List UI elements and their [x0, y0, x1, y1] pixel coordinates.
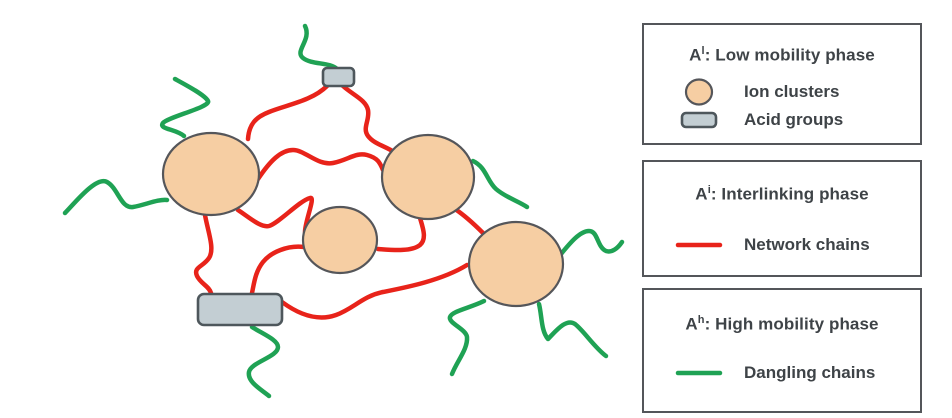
- acid-group-icon: [670, 110, 728, 130]
- dangling-chain: [536, 301, 609, 359]
- dangling-chain: [447, 298, 487, 377]
- ion-cluster: [380, 133, 476, 221]
- dangling-chain-icon: [670, 368, 728, 378]
- dangling-chain: [470, 158, 530, 210]
- acid-group: [321, 66, 356, 88]
- ion-cluster: [301, 205, 379, 275]
- dangling-chain: [298, 23, 340, 72]
- acid-group: [196, 292, 284, 327]
- ion-cluster: [467, 220, 565, 308]
- legend-row-network-chains: Network chains: [644, 233, 920, 257]
- legend-low-mobility-box: Al: Low mobility phase Ion clusters Acid…: [642, 23, 922, 145]
- network-chain: [245, 83, 330, 142]
- legend-label: Network chains: [744, 234, 870, 254]
- legend-interlinking-title: Ai: Interlinking phase: [695, 184, 869, 204]
- network-chains-group: [193, 83, 486, 320]
- dangling-chain: [246, 324, 281, 399]
- legend-row-dangling-chains: Dangling chains: [644, 361, 920, 385]
- polymer-network-diagram: [62, 23, 625, 399]
- ion-cluster: [161, 131, 261, 217]
- network-chain-icon: [670, 240, 728, 250]
- legend-label: Ion clusters: [744, 81, 840, 101]
- network-chain: [452, 206, 486, 236]
- acid-groups-group: [196, 66, 356, 327]
- legend-row-acid-groups: Acid groups: [644, 107, 920, 133]
- ion-cluster-icon: [670, 77, 728, 107]
- legend-label: Dangling chains: [744, 362, 876, 382]
- dangling-chains-group: [62, 23, 625, 399]
- legend-interlinking-box: Ai: Interlinking phase Network chains: [642, 160, 922, 277]
- network-chain: [255, 147, 386, 182]
- network-chain: [375, 215, 427, 253]
- legend-label: Acid groups: [744, 109, 844, 129]
- ion-clusters-group: [161, 131, 565, 308]
- dangling-chain: [558, 228, 625, 257]
- legend-high-mobility-box: Ah: High mobility phase Dangling chains: [642, 288, 922, 413]
- dangling-chain: [159, 76, 211, 139]
- legend-high-mobility-title: Ah: High mobility phase: [685, 314, 879, 334]
- network-chain: [279, 262, 470, 320]
- dangling-chain: [62, 179, 170, 216]
- network-chain: [249, 244, 307, 296]
- network-chain: [235, 195, 314, 235]
- network-chain: [340, 83, 397, 155]
- network-chain: [193, 212, 214, 296]
- legend-low-mobility-title: Al: Low mobility phase: [689, 45, 875, 65]
- legend-row-ion-clusters: Ion clusters: [644, 77, 920, 107]
